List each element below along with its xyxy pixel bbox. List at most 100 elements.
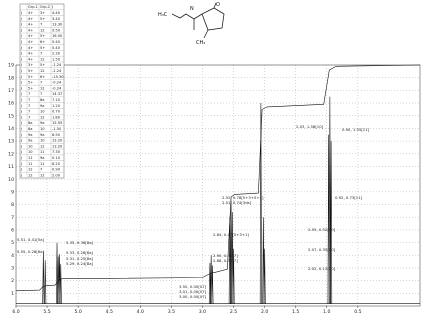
table-cell: J [20,57,22,61]
table-cell: J [20,150,22,154]
table-cell: 3+ [28,63,33,67]
table-cell: J [20,63,22,67]
table-cell: 7 [40,168,42,172]
table-cell: 7 [40,92,42,96]
table-cell: 10 [28,144,33,148]
molecule-carbonyl [213,2,217,9]
table-cell: J [20,52,22,56]
table-cell: 13.20 [52,144,63,148]
table-cell: 14.37 [52,92,62,96]
table-cell: J [20,139,22,143]
table-cell: 9a [28,139,33,143]
table-cell: 12 [28,173,33,177]
table-cell: 0.90 [52,168,61,172]
x-tick-label: 3.5 [168,309,175,314]
table-cell: 6.50 [52,133,61,137]
peak-label: 5.31, 0.25[8a] [66,256,94,261]
table-cell: 0.70 [52,110,61,114]
peak-label: 2.84, 0.47[5+3+1] [213,232,249,237]
table-cell: 5+ [28,86,33,90]
table-cell: 8a [28,127,33,131]
table-cell: 7 [40,23,42,27]
table-cell: 4+ [28,34,33,38]
molecule-label-n: N [190,6,194,12]
molecule-methyl-bond [203,29,209,39]
table-cell: 12 [40,28,45,32]
y-tick-label: 12 [8,151,14,157]
y-tick-label: 18 [8,75,14,81]
table-cell: J [20,168,22,172]
table-cell: 7 [28,110,30,114]
table-cell: 4+ [28,40,33,44]
spectrum-peak [232,248,235,304]
table-cell: J [20,173,22,177]
table-cell: 2.30 [52,52,61,56]
table-cell: 5+ [40,63,45,67]
table-cell: J [20,17,22,21]
x-tick-label: 5.0 [74,309,81,314]
y-tick-label: 17 [8,88,14,94]
spectrum-peak [211,265,214,304]
x-tick-label: 2.5 [230,309,237,314]
table-cell: 7.30 [52,150,61,154]
table-cell: 1.80 [52,115,61,119]
table-cell: -1.50 [52,127,62,131]
table-cell: J [20,69,22,73]
table-cell: 13.20 [52,139,63,143]
y-tick-label: 4 [11,253,14,259]
table-cell: 4+ [28,23,33,27]
peak-label: 3.01, 0.00[07] [179,289,207,294]
table-cell: 9a [40,121,45,125]
y-tick-label: 14 [8,126,14,132]
table-cell: 12 [40,115,45,119]
y-tick-label: 15 [8,113,14,119]
table-cell: 9a [40,104,45,108]
table-cell: J [20,115,22,119]
spectrum-peak [330,141,333,304]
table-cell: 3+ [40,11,45,15]
table-cell: J [20,98,22,102]
table-cell: 3.40 [52,17,61,21]
table-cell: 7 [40,81,42,85]
table-cell: 4+ [28,57,33,61]
peak-label: 0.90, 1.55[11] [342,127,370,132]
table-cell: 16.00 [52,34,63,38]
plot-frame [15,64,421,307]
table-cell: 10 [28,150,33,154]
table-cell: 5+ [40,17,45,21]
table-cell: J [20,81,22,85]
table-cell: 12 [40,69,45,73]
table-cell: 5.40 [52,46,61,50]
table-cell: 5+ [28,69,33,73]
table-cell: 11 [40,162,45,166]
y-tick-label: 6 [11,227,14,233]
integral-curve [15,64,421,292]
table-cell: 4+ [28,28,33,32]
spectrum-peak [259,103,262,304]
x-tick-label: 6.0 [12,309,19,314]
table-cell: 7 [28,92,30,96]
y-tick-label: 7 [11,215,14,221]
peak-label: 2.55, 0.52[10] [308,227,336,232]
table-cell: J [20,86,22,90]
table-cell: 12 [40,173,45,177]
y-tick-label: 11 [8,164,14,170]
table-cell: 11 [28,162,33,166]
table-cell: 12 [40,57,45,61]
table-cell: 4+ [28,52,33,56]
table-header-cell: Grp.1 [28,5,38,9]
table-cell: 6+ [40,40,45,44]
table-cell: -0.24 [52,81,62,85]
table-cell: J [20,92,22,96]
table-cell: 6+ [40,75,45,79]
peak-label: 2.51, 0.74[3ds] [222,200,252,205]
spectrum-peaks [42,96,333,304]
peak-label: 0.92, 0.73[11] [335,195,363,200]
peak-label: 2.52, 0.78[5+3+5+1] [222,195,264,200]
table-cell: 5+ [28,81,33,85]
table-cell: 10 [40,127,45,131]
table-cell: 4+ [28,11,33,15]
spectrum-peak [328,96,331,304]
